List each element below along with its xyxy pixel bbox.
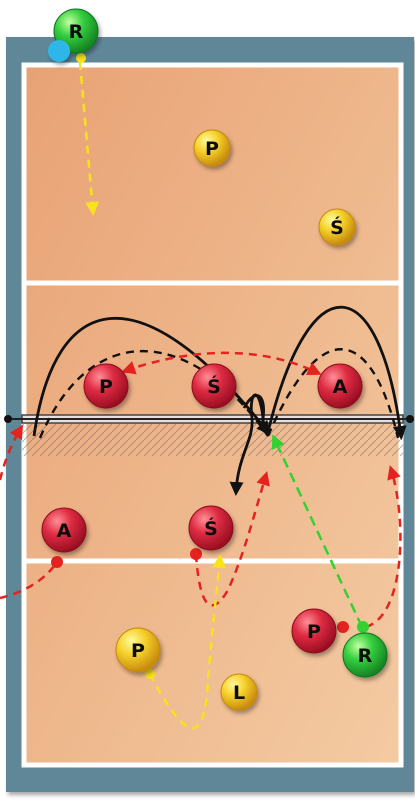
player-r-green-bottom: R xyxy=(342,632,388,678)
player-s-red-front-mid: Ś xyxy=(191,363,237,409)
player-label: Ś xyxy=(207,374,221,398)
yellow-dashed-trajectories xyxy=(78,61,227,730)
player-label: Ś xyxy=(204,516,218,540)
player-label: A xyxy=(333,376,348,398)
player-a-red-left: A xyxy=(41,507,87,553)
green-dashed-trajectories xyxy=(271,434,364,628)
cyan-marker xyxy=(48,40,70,62)
player-label: R xyxy=(358,645,373,667)
player-p-yellow-bottom: P xyxy=(115,627,161,673)
player-label: Ś xyxy=(330,215,344,239)
player-label: L xyxy=(233,682,245,704)
yellow-start-dot-top xyxy=(76,53,86,63)
player-label: P xyxy=(205,138,219,160)
red-start-dot-middle xyxy=(190,548,202,560)
player-s-yellow-top: Ś xyxy=(318,208,356,246)
player-label: P xyxy=(131,640,145,662)
red-start-dot-right xyxy=(337,621,349,633)
yellow-start-dot-bottom xyxy=(145,669,155,679)
player-s-red-mid: Ś xyxy=(188,505,234,551)
player-p-yellow-top: P xyxy=(193,129,231,167)
player-label: A xyxy=(57,520,72,542)
green-start-dot xyxy=(357,621,369,633)
black-dashed-trajectories xyxy=(38,348,400,439)
player-r-green-top: R xyxy=(48,8,99,62)
player-label: P xyxy=(307,621,321,643)
player-a-red-front-right: A xyxy=(317,363,363,409)
player-label: R xyxy=(69,21,84,43)
player-p-red-front-left: P xyxy=(83,363,129,409)
red-start-dot-left xyxy=(51,556,63,568)
player-p-red-right: P xyxy=(291,608,337,654)
red-dashed-trajectories xyxy=(0,351,402,629)
player-label: P xyxy=(99,376,113,398)
net xyxy=(4,414,414,456)
player-l-yellow-bottom: L xyxy=(220,673,258,711)
